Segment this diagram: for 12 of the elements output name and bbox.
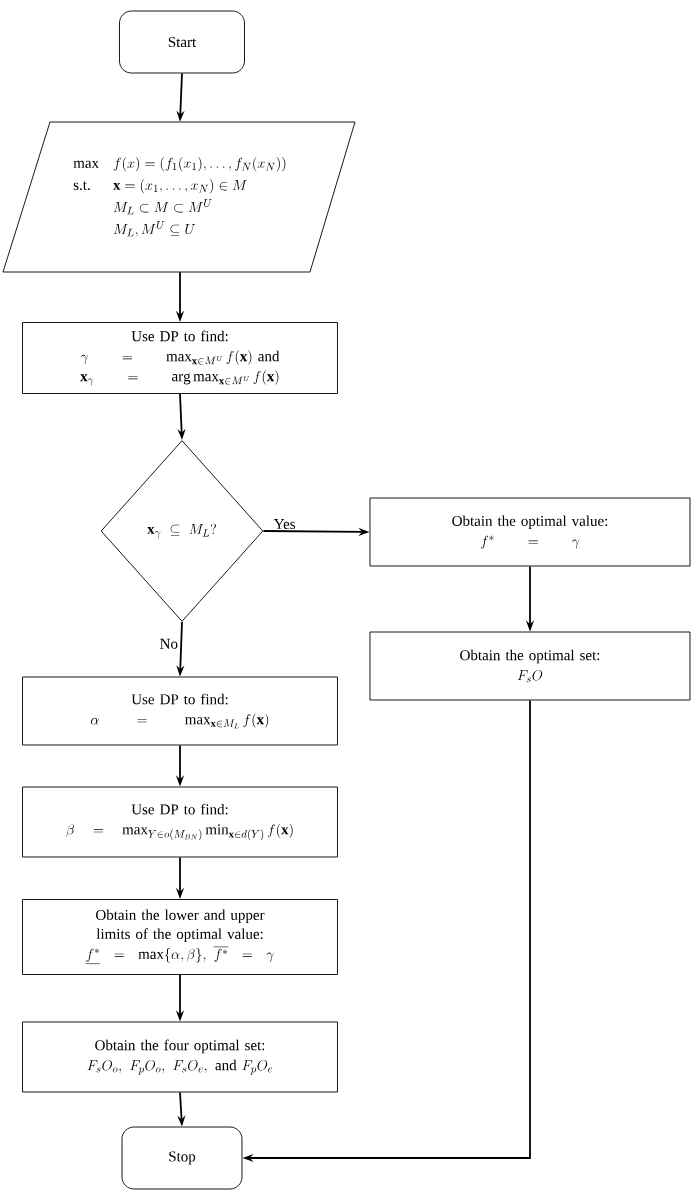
process-box: Obtain the lower and upper limits of the optimal value: $\underline{f^*} \;=\; \max\{\alpha,\beta\},\ \overline{f^*} \;=\; \gamma$	[22, 899, 338, 975]
process-box: Use DP to find: $\alpha \;\;=\;\; \max\nolimits_{\mathbf{x}\in M_L} f(\mathbf{x})$	[22, 676, 338, 746]
input-parallelogram: max $f(x) = (f_1(x_1), \ldots, f_N(x_N))$ s.t. $\mathbf{x} = (x_1, \ldots, x_N) \in M$ $M_L \subset M \subset M^U$ $M_L, M^U \subseteq U$	[2, 121, 356, 273]
process-box: Obtain the four optimal set: $F_sO_o,\ F_pO_o,\ F_sO_e, \text{ and } F_pO_e$	[22, 1021, 338, 1093]
edge-label: No	[158, 637, 179, 650]
terminal-box: Stop	[121, 1126, 243, 1190]
process-box: Obtain the optimal set: $F_sO$	[369, 631, 691, 701]
process-box: Use DP to find: $\beta \;=\; \max\nolimits_{Y\in o(M_{BN})} \min\nolimits_{\mathbf{x}\in d(Y)} f(\mathbf{x})$	[22, 786, 338, 858]
terminal-box: Start	[119, 10, 245, 74]
edge-label: Yes	[272, 518, 297, 530]
process-box: Use DP to find: $\gamma \;\;=\;\; \max\nolimits_{\mathbf{x}\in M^U} f(\mathbf{x}) \text{ and}$ $\mathbf{x}_\gamma \;\;=\;\; \arg\max\nolimits_{\mathbf{x}\in M^U} f(\mathbf{x})$	[22, 322, 338, 394]
process-box: Obtain the optimal value: $f^* \quad = \quad \gamma$	[369, 497, 691, 567]
